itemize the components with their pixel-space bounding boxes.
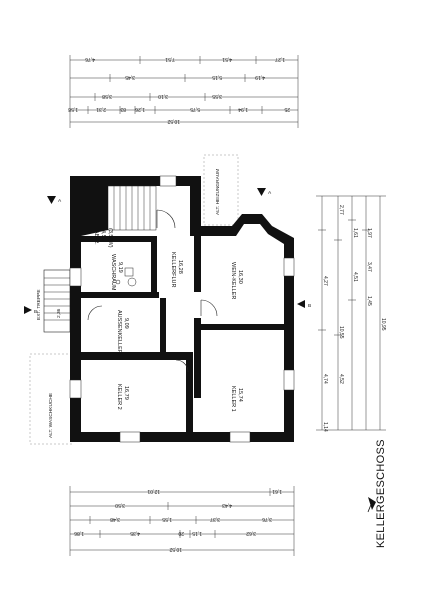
dim-bottom-r1-b: 1,61: [272, 488, 282, 494]
dim-top-overall: 10,52: [167, 118, 180, 124]
dim-top-r2-a: 3,45: [125, 74, 135, 80]
room-keller2-name: KELLER 2: [116, 384, 122, 410]
dim-top-r4-c: 83: [120, 106, 126, 112]
room-wein-keller: WEIN-KELLER 16,30: [230, 262, 243, 299]
dim-top-r4-g: 25: [284, 106, 290, 112]
dim-top-r3-a: 3,58: [102, 93, 112, 99]
room-wein-keller-name: WEIN-KELLER: [230, 262, 236, 299]
dim-top-r1-c: 4,51: [222, 56, 232, 62]
dim-bottom-r4-d: 1,15: [192, 530, 202, 536]
dim-bottom-overall: 10,52: [169, 546, 182, 552]
dim-top-r1-b: 7,51: [165, 56, 175, 62]
dim-bottom-r3-d: 3,76: [262, 516, 272, 522]
dim-top-r4-a: 1,58: [68, 106, 78, 112]
adjacent-area-left: [29, 353, 73, 445]
room-keller1-area: 15,74: [237, 388, 243, 402]
dim-top-r1-a: 4,76: [85, 56, 95, 62]
exterior-stair: EXT. TREPPE 2,36: [36, 269, 71, 333]
dim-right-mid-a: 4,27: [322, 276, 328, 286]
dim-right-outer-d: 1,14: [322, 422, 328, 432]
section-markers: A A B B: [24, 188, 311, 315]
dim-right-outer-a: 4,74: [322, 374, 328, 384]
dim-right-total-b: 10,95: [380, 318, 386, 331]
bottom-dimension-chains: 12,01 1,61 3,50 4,43 3,48 1,55 3,37 3,76…: [69, 486, 295, 556]
laundry-fixtures: [115, 267, 137, 287]
interior-stair: [81, 185, 157, 236]
dim-top-r4-e: 5,75: [190, 106, 200, 112]
north-arrow-icon: [367, 497, 376, 513]
section-mark-a-left: A: [58, 198, 62, 204]
top-dimension-chains: 4,76 7,51 4,51 1,27 3,45 5,15 4,19 3,58 …: [68, 55, 299, 128]
dim-bottom-r3-a: 3,48: [110, 516, 120, 522]
dim-right-inner-c: 4,51: [352, 272, 358, 282]
section-mark-b-right: B: [308, 303, 311, 309]
room-kellerflur-name: KELLERFLUR: [170, 252, 176, 287]
room-wein-keller-area: 16,30: [237, 270, 243, 284]
room-waschraum-area: 9,19: [117, 262, 123, 273]
dim-top-r3-c: 3,55: [212, 93, 222, 99]
dim-top-r2-c: 4,19: [255, 74, 265, 80]
room-ab-r-extra: (3,50W): [107, 228, 113, 248]
note-top: ALT. HEIZUNGRAUM: [215, 169, 221, 215]
section-mark-b-left: B: [34, 309, 37, 315]
room-aussenkeller-name: AUSSENKELLER: [116, 310, 122, 354]
drawing-title: KELLERGESCHOSS: [375, 439, 387, 548]
dim-bottom-r4-c: 20: [178, 530, 184, 536]
dim-right-inner-d: 1,97: [366, 228, 372, 238]
dim-bottom-r1-a: 12,01: [147, 488, 160, 494]
doors: [87, 209, 218, 373]
dim-bottom-r4-a: 1,86: [74, 530, 84, 536]
room-ab-r-name: AB-R.: [93, 230, 99, 245]
room-keller2: KELLER 2 16,79: [116, 384, 129, 410]
room-ab-r-area: 4,55: [100, 230, 106, 241]
room-kellerflur-area: 16,28: [177, 260, 183, 274]
room-waschraum-name: WASCHRAUM: [110, 254, 116, 291]
room-ab-r: AB-R. 4,55 (3,50W): [93, 228, 113, 248]
dim-bottom-r2-a: 3,50: [115, 502, 125, 508]
note-left: ALT. WASCHKUCHE: [48, 393, 54, 438]
dim-top-r4-d: 1,26: [135, 106, 145, 112]
note-left-dim: 2,36: [56, 308, 62, 318]
dim-bottom-r3-b: 1,55: [162, 516, 172, 522]
adjacent-area-top: [203, 154, 239, 226]
room-keller1: KELLER 1 15,74: [230, 386, 243, 412]
room-waschraum: WASCHRAUM 9,19: [110, 254, 123, 291]
right-dimension-chains: 2,77 1,61 4,51 1,97 4,27 3,47 4,74 4,52 …: [316, 195, 386, 432]
dim-right-inner-a: 2,77: [338, 205, 344, 215]
dim-bottom-r2-b: 4,43: [222, 502, 232, 508]
section-mark-a-top: A: [268, 190, 272, 196]
dim-bottom-r4-b: 4,35: [130, 530, 140, 536]
dim-right-total-a: 10,55: [338, 326, 344, 339]
room-labels: AB-R. 4,55 (3,50W) WASCHRAUM 9,19 KELLER…: [93, 228, 243, 412]
dim-top-r2-b: 5,15: [212, 74, 222, 80]
room-keller2-area: 16,79: [123, 386, 129, 400]
dim-right-mid-b: 3,47: [366, 262, 372, 272]
dim-top-r4-b: 2,31: [96, 106, 106, 112]
dim-bottom-r3-c: 3,37: [210, 516, 220, 522]
note-stair: EXT. TREPPE: [36, 289, 42, 320]
room-aussenkeller: AUSSENKELLER 9,09: [116, 310, 129, 354]
room-kellerflur: KELLERFLUR 16,28: [170, 252, 183, 287]
windows: [69, 175, 295, 443]
dim-top-r1-d: 1,27: [275, 56, 285, 62]
dim-top-r4-f: 1,94: [238, 106, 248, 112]
dim-right-outer-c: 1,45: [366, 296, 372, 306]
dim-right-inner-b: 1,61: [352, 228, 358, 238]
dim-bottom-r4-e: 3,62: [246, 530, 256, 536]
dim-right-outer-b: 4,52: [338, 374, 344, 384]
room-aussenkeller-area: 9,09: [123, 318, 129, 329]
room-keller1-name: KELLER 1: [230, 386, 236, 412]
dim-top-r3-b: 3,10: [158, 93, 168, 99]
